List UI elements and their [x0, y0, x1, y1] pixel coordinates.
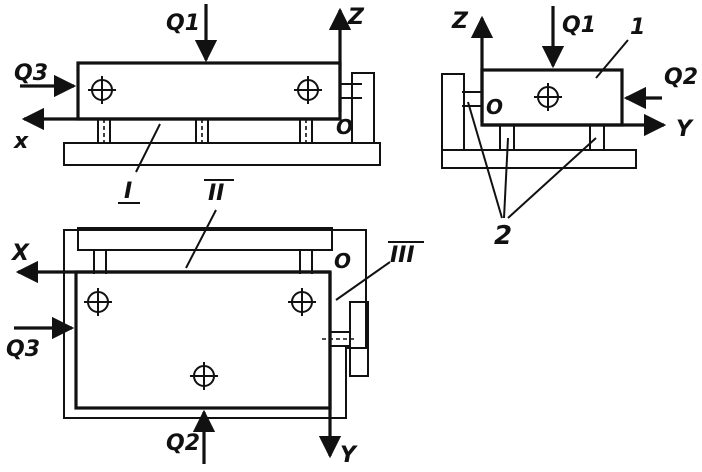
roman-ii-label: II — [208, 181, 224, 206]
num-1-label: 1 — [630, 15, 645, 40]
side-q1-label: Q1 — [562, 13, 596, 38]
side-origin-label: O — [486, 95, 503, 119]
front-q3-label: Q3 — [14, 61, 48, 86]
front-x-label: x — [13, 129, 29, 154]
plan-side-pin — [330, 331, 350, 347]
roman-i-label: I — [124, 179, 132, 204]
plan-rear-pins — [93, 250, 313, 274]
side-support-pins — [499, 125, 605, 150]
front-hole-symbols — [88, 76, 322, 104]
num-2-label: 2 — [494, 221, 512, 251]
side-leader-1 — [595, 39, 629, 79]
front-origin-label: O — [336, 115, 353, 139]
plan-leader-iii — [335, 261, 391, 301]
side-z-label: Z — [451, 9, 469, 34]
front-view: Q1 Q3 Z x O I — [13, 4, 381, 204]
side-q2-label: Q2 — [664, 65, 698, 90]
front-base-plate — [63, 142, 381, 166]
plan-leader-ii — [185, 209, 217, 269]
side-side-pin — [462, 91, 482, 107]
plan-hole-symbols — [84, 288, 316, 390]
side-leaders-2 — [467, 101, 597, 219]
front-leader-i — [135, 123, 161, 173]
front-support-pins — [97, 119, 313, 145]
side-hole-symbol — [534, 83, 562, 111]
side-base-plate — [441, 149, 637, 169]
front-q1-label: Q1 — [166, 11, 200, 36]
plan-rear-bar — [77, 227, 333, 251]
side-left-stop — [441, 73, 465, 150]
side-view: Q1 Q2 Z Y O 1 2 — [441, 6, 698, 251]
plan-view: X Y O Q3 Q2 II III — [6, 179, 424, 468]
plan-y-label: Y — [340, 443, 358, 468]
front-side-pin — [340, 83, 362, 99]
plan-origin-label: O — [334, 249, 351, 273]
plan-frame-plate — [63, 229, 367, 419]
plan-x-label: X — [10, 241, 30, 266]
side-y-label: Y — [676, 117, 694, 142]
front-right-stop — [351, 72, 375, 143]
plan-q3-label: Q3 — [6, 337, 40, 362]
plan-q2-label: Q2 — [166, 431, 200, 456]
roman-iii-label: III — [390, 243, 415, 268]
front-z-label: Z — [347, 5, 365, 30]
